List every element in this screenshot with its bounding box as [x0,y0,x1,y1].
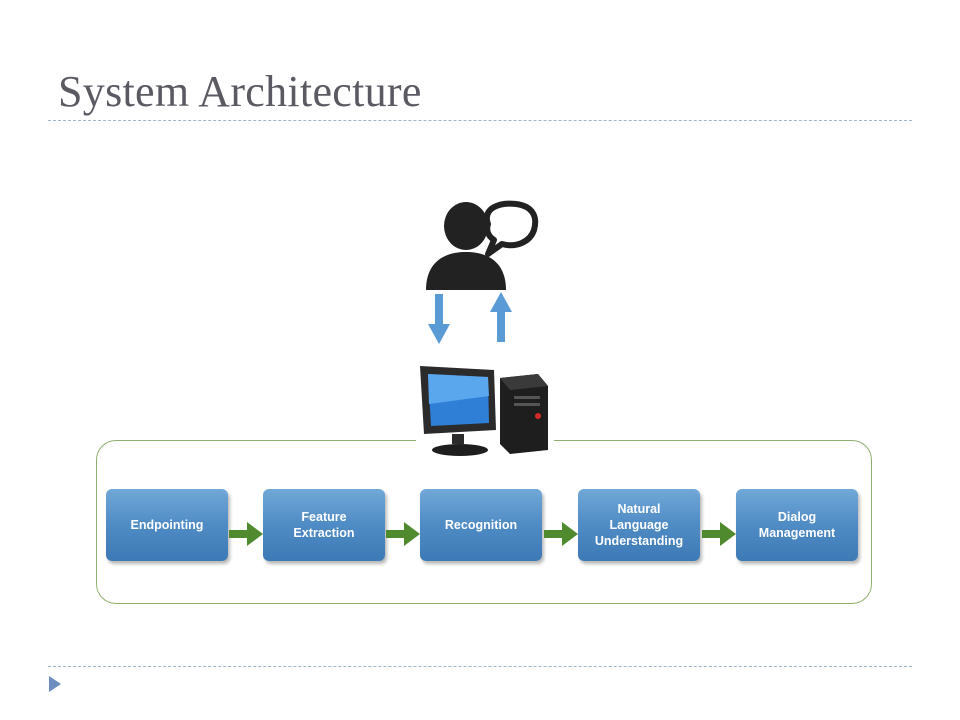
stage-endpointing: Endpointing [106,489,228,561]
stage-label: Endpointing [130,518,204,532]
speaking-user-icon [426,200,539,290]
computer-icon [420,366,548,456]
frame-gap [416,436,554,446]
flow-arrow-icon [386,522,420,546]
slide-title: System Architecture [58,67,422,116]
triangle-bullet-icon [49,676,61,692]
stage-label: Recognition [444,518,518,532]
title-divider [48,120,912,121]
input-down-arrow [428,294,450,344]
flow-arrow-icon [229,522,263,546]
flow-arrow-icon [702,522,736,546]
flow-arrow-icon [544,522,578,546]
footer-divider [48,666,912,667]
stage-recognition: Recognition [420,489,542,561]
output-up-arrow [490,292,512,342]
